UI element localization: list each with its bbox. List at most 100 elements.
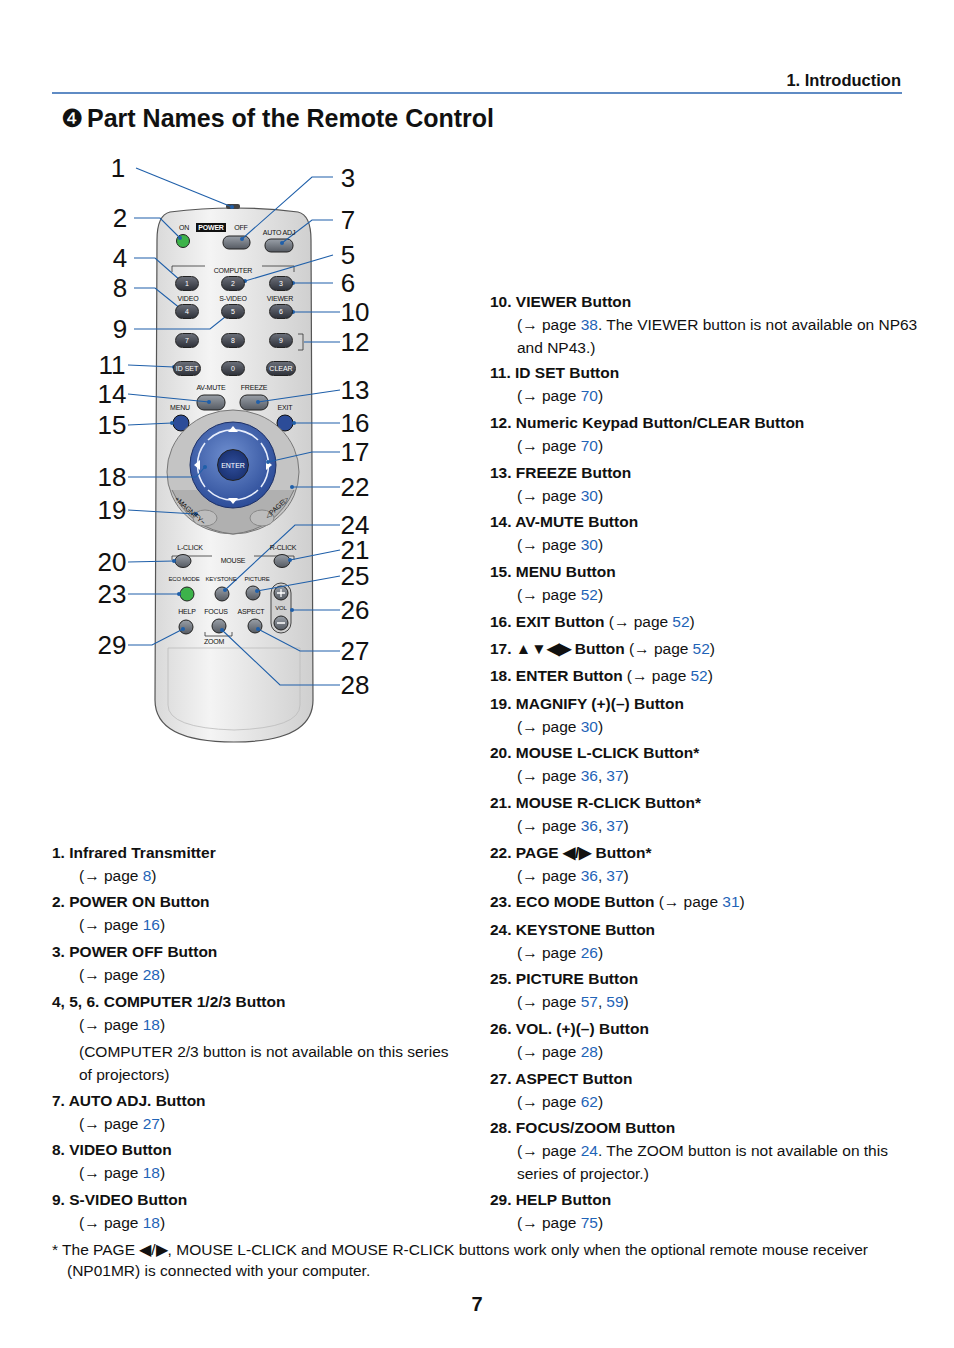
callout-number: 2: [113, 205, 127, 231]
reference-text: 59: [606, 993, 623, 1010]
reference-text: ): [151, 867, 156, 884]
keypad-button: 6: [269, 304, 293, 319]
keypad-button: 5: [221, 304, 245, 319]
reference-text: ): [624, 817, 629, 834]
part-name: 17. ▲▼◀▶ Button: [490, 640, 625, 657]
leader-lines: [128, 168, 340, 685]
part-entry: 18. ENTER Button(→ page52): [490, 664, 930, 687]
remote-label: FOCUS: [204, 608, 228, 615]
reference-text: ): [160, 1115, 165, 1132]
button-text: 1: [185, 280, 189, 287]
reference-text: 31: [722, 893, 739, 910]
remote-label: EXIT: [278, 404, 293, 411]
reference-text: 52: [693, 640, 710, 657]
reference-text: 62: [581, 1093, 598, 1110]
callout-number: 28: [341, 672, 370, 698]
remote-label: ECO MODE: [168, 576, 199, 582]
callout-number: 5: [341, 242, 355, 268]
part-name: 26. VOL. (+)(–) Button: [490, 1017, 930, 1040]
reference-text: (→ page: [517, 993, 576, 1010]
part-name: 8. VIDEO Button: [52, 1138, 452, 1161]
footnote: * The PAGE ◀/▶, MOUSE L-CLICK and MOUSE …: [52, 1239, 902, 1281]
callout-number: 29: [98, 632, 127, 658]
remote-label: ZOOM: [204, 638, 224, 645]
reference-text: (→ page: [517, 437, 576, 454]
part-name: 1. Infrared Transmitter: [52, 841, 452, 864]
page-title: Part Names of the Remote Control: [87, 103, 494, 133]
remote-label: AUTO ADJ: [263, 229, 296, 236]
part-entry: 21. MOUSE R-CLICK Button*(→ page36,37): [490, 791, 930, 837]
reference-text: (→ page: [79, 966, 138, 983]
part-reference: (→ page26): [490, 941, 930, 964]
reference-text: (→ page: [79, 1214, 138, 1231]
keypad-button: 8: [221, 333, 245, 348]
callout-number: 3: [341, 165, 355, 191]
part-name: 3. POWER OFF Button: [52, 940, 452, 963]
reference-text: (→ page: [517, 767, 576, 784]
reference-text: (→ page: [609, 613, 668, 630]
part-entry: 14. AV-MUTE Button(→ page30): [490, 510, 930, 556]
reference-text: 38: [581, 316, 598, 333]
callout-number: 27: [341, 638, 370, 664]
reference-text: ,: [598, 993, 602, 1010]
reference-text: (→ page: [517, 1142, 576, 1159]
keypad-button: 0: [221, 361, 245, 376]
part-name: 20. MOUSE L-CLICK Button*: [490, 741, 930, 764]
reference-text: ): [598, 944, 603, 961]
remote-label: VOL: [275, 605, 286, 611]
part-name: 14. AV-MUTE Button: [490, 510, 930, 533]
reference-text: ): [598, 718, 603, 735]
reference-text: 52: [672, 613, 689, 630]
reference-text: ): [598, 1093, 603, 1110]
reference-text: (→ page: [79, 1164, 138, 1181]
reference-text: 36: [581, 867, 598, 884]
part-name: 24. KEYSTONE Button: [490, 918, 930, 941]
reference-text: 75: [581, 1214, 598, 1231]
reference-text: 28: [581, 1043, 598, 1060]
reference-text: 30: [581, 487, 598, 504]
reference-text: 37: [606, 867, 623, 884]
callout-number: 18: [98, 464, 127, 490]
reference-text: 37: [606, 817, 623, 834]
reference-text: 24: [581, 1142, 598, 1159]
callout-number: 25: [341, 563, 370, 589]
callout-number: 16: [341, 410, 370, 436]
reference-text: ,: [598, 867, 602, 884]
reference-text: ): [598, 1214, 603, 1231]
reference-text: ): [160, 1016, 165, 1033]
part-name: 13. FREEZE Button: [490, 461, 930, 484]
part-entry: 24. KEYSTONE Button(→ page26): [490, 918, 930, 964]
button-text: 9: [279, 337, 283, 344]
remote-label: S-VIDEO: [219, 295, 246, 302]
reference-text: 18: [143, 1016, 160, 1033]
part-entry: 10. VIEWER Button(→ page38. The VIEWER b…: [490, 290, 930, 359]
remote-label: PICTURE: [245, 576, 270, 582]
part-reference: (→ page36,37): [490, 864, 930, 887]
part-reference: (→ page27): [52, 1112, 452, 1135]
remote-label: R-CLICK: [270, 544, 297, 551]
reference-text: (→ page: [517, 387, 576, 404]
part-name: 25. PICTURE Button: [490, 967, 930, 990]
reference-text: 28: [143, 966, 160, 983]
part-entry: 11. ID SET Button(→ page70): [490, 361, 930, 407]
part-name: 27. ASPECT Button: [490, 1067, 930, 1090]
button-text: CLEAR: [269, 365, 292, 372]
callout-number: 4: [113, 245, 127, 271]
keypad-button: 7: [175, 333, 199, 348]
part-reference: (→ page36,37): [490, 764, 930, 787]
callout-number: 19: [98, 497, 127, 523]
part-entry: 20. MOUSE L-CLICK Button*(→ page36,37): [490, 741, 930, 787]
keypad-button: ID SET: [173, 361, 202, 376]
part-name: 29. HELP Button: [490, 1188, 930, 1211]
remote-label: MOUSE: [221, 557, 246, 564]
page-number: 7: [471, 1294, 482, 1314]
part-reference: (→ page52): [490, 583, 930, 606]
reference-text: ): [160, 916, 165, 933]
reference-text: ): [598, 387, 603, 404]
remote-label: AV-MUTE: [196, 384, 225, 391]
part-reference: (→ page28): [52, 963, 452, 986]
reference-text: ,: [598, 817, 602, 834]
part-name: 2. POWER ON Button: [52, 890, 452, 913]
part-entry: 3. POWER OFF Button(→ page28): [52, 940, 452, 986]
part-entry: 28. FOCUS/ZOOM Button(→ page24. The ZOOM…: [490, 1116, 930, 1185]
